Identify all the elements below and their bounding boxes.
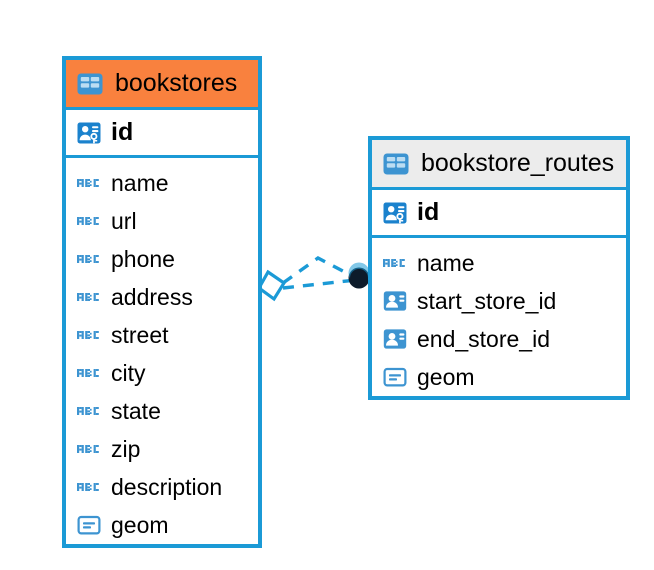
abc-text-icon [76, 360, 102, 386]
field-row-geom[interactable]: geom [372, 358, 626, 396]
foreign-key-icon [382, 326, 408, 352]
field-label: end_store_id [417, 325, 550, 352]
abc-text-icon [76, 208, 102, 234]
field-label: city [111, 359, 146, 386]
relationship-endpoint-diamond [256, 269, 287, 302]
relationship-line-upper [282, 256, 357, 285]
field-row-zip[interactable]: zip [66, 430, 258, 468]
field-label: street [111, 321, 169, 348]
abc-text-icon [76, 474, 102, 500]
abc-text-icon [76, 284, 102, 310]
entity-table-bookstores[interactable]: bookstores id [62, 56, 262, 548]
field-label: address [111, 283, 193, 310]
field-row-primary-key[interactable]: id [372, 190, 626, 238]
abc-text-icon [382, 250, 408, 276]
entity-header-bookstore-routes[interactable]: bookstore_routes [372, 140, 626, 190]
field-row-url[interactable]: url [66, 202, 258, 240]
field-row-name[interactable]: name [372, 244, 626, 282]
field-row-city[interactable]: city [66, 354, 258, 392]
field-label: id [111, 118, 134, 146]
field-row-primary-key[interactable]: id [66, 110, 258, 158]
abc-text-icon [76, 398, 102, 424]
geometry-icon [382, 364, 408, 390]
field-row-phone[interactable]: phone [66, 240, 258, 278]
field-row-street[interactable]: street [66, 316, 258, 354]
field-list: name start_store_id [372, 238, 626, 402]
abc-text-icon [76, 436, 102, 462]
field-label: name [111, 169, 169, 196]
field-label: url [111, 207, 137, 234]
field-row-end-store-id[interactable]: end_store_id [372, 320, 626, 358]
field-list: name u [66, 158, 258, 550]
abc-text-icon [76, 322, 102, 348]
field-label: geom [111, 511, 169, 538]
field-label: start_store_id [417, 287, 557, 314]
field-label: geom [417, 363, 475, 390]
field-row-state[interactable]: state [66, 392, 258, 430]
entity-title: bookstores [115, 69, 238, 97]
field-label: name [417, 249, 475, 276]
entity-table-bookstore-routes[interactable]: bookstore_routes id [368, 136, 630, 400]
field-label: description [111, 473, 223, 500]
field-row-geom[interactable]: geom [66, 506, 258, 544]
abc-text-icon [76, 170, 102, 196]
table-grid-icon [382, 150, 410, 178]
foreign-key-icon [382, 288, 408, 314]
entity-title: bookstore_routes [421, 149, 615, 177]
field-row-start-store-id[interactable]: start_store_id [372, 282, 626, 320]
field-label: id [417, 198, 440, 226]
field-row-name[interactable]: name [66, 164, 258, 202]
field-label: state [111, 397, 161, 424]
primary-key-icon [76, 120, 102, 146]
relationship-endpoint-circle [348, 262, 370, 289]
geometry-icon [76, 512, 102, 538]
entity-header-bookstores[interactable]: bookstores [66, 60, 258, 110]
field-row-description[interactable]: description [66, 468, 258, 506]
abc-text-icon [76, 246, 102, 272]
field-label: phone [111, 245, 175, 272]
table-grid-icon [76, 70, 104, 98]
relationship-line-lower [282, 278, 357, 290]
field-label: zip [111, 435, 141, 462]
primary-key-icon [382, 200, 408, 226]
field-row-address[interactable]: address [66, 278, 258, 316]
